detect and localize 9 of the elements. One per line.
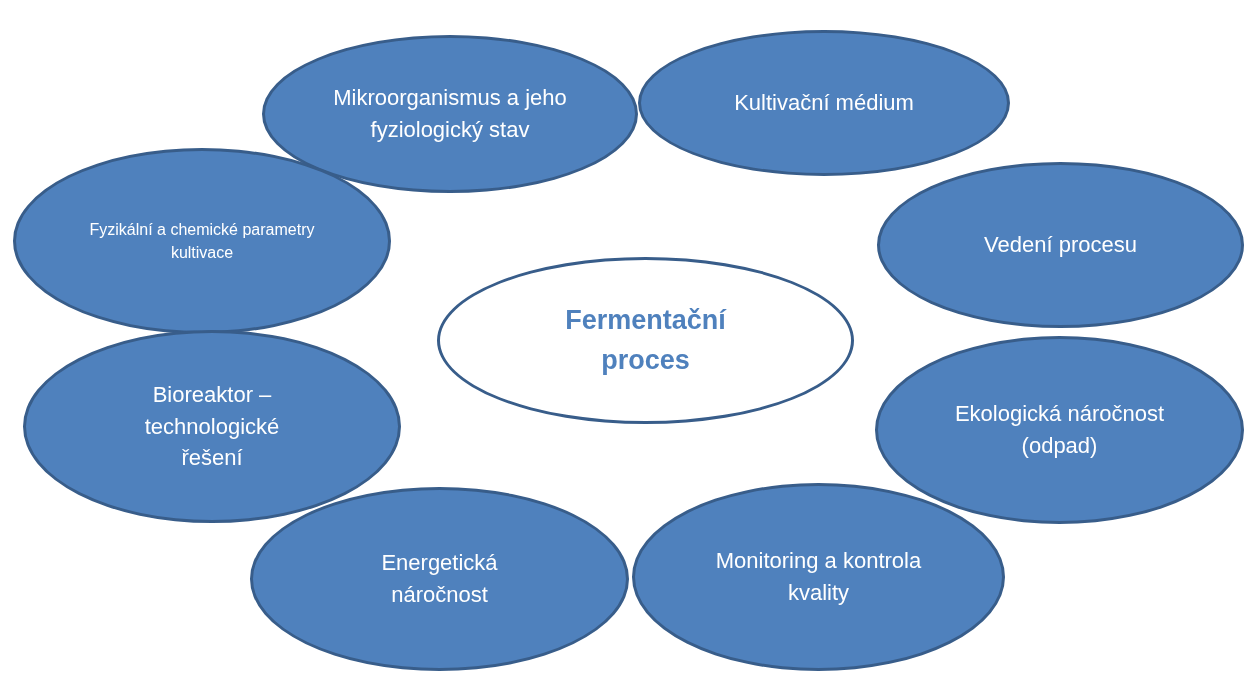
central-title: Fermentační proces: [564, 304, 728, 377]
topic-label: Monitoring a kontrola kvality: [714, 547, 923, 607]
topic-label: Mikroorganismus a jeho fyziologický stav: [332, 84, 568, 144]
topic-label: Vedení procesu: [983, 231, 1138, 260]
topic-label: Bioreaktor – technologické řešení: [143, 380, 281, 473]
topic-label: Ekologická náročnost (odpad): [953, 400, 1166, 460]
topic-label: Fyzikální a chemické parametry kultivace: [88, 219, 316, 263]
topic-label: Energetická náročnost: [380, 549, 499, 609]
topic-label: Kultivační médium: [733, 89, 915, 118]
